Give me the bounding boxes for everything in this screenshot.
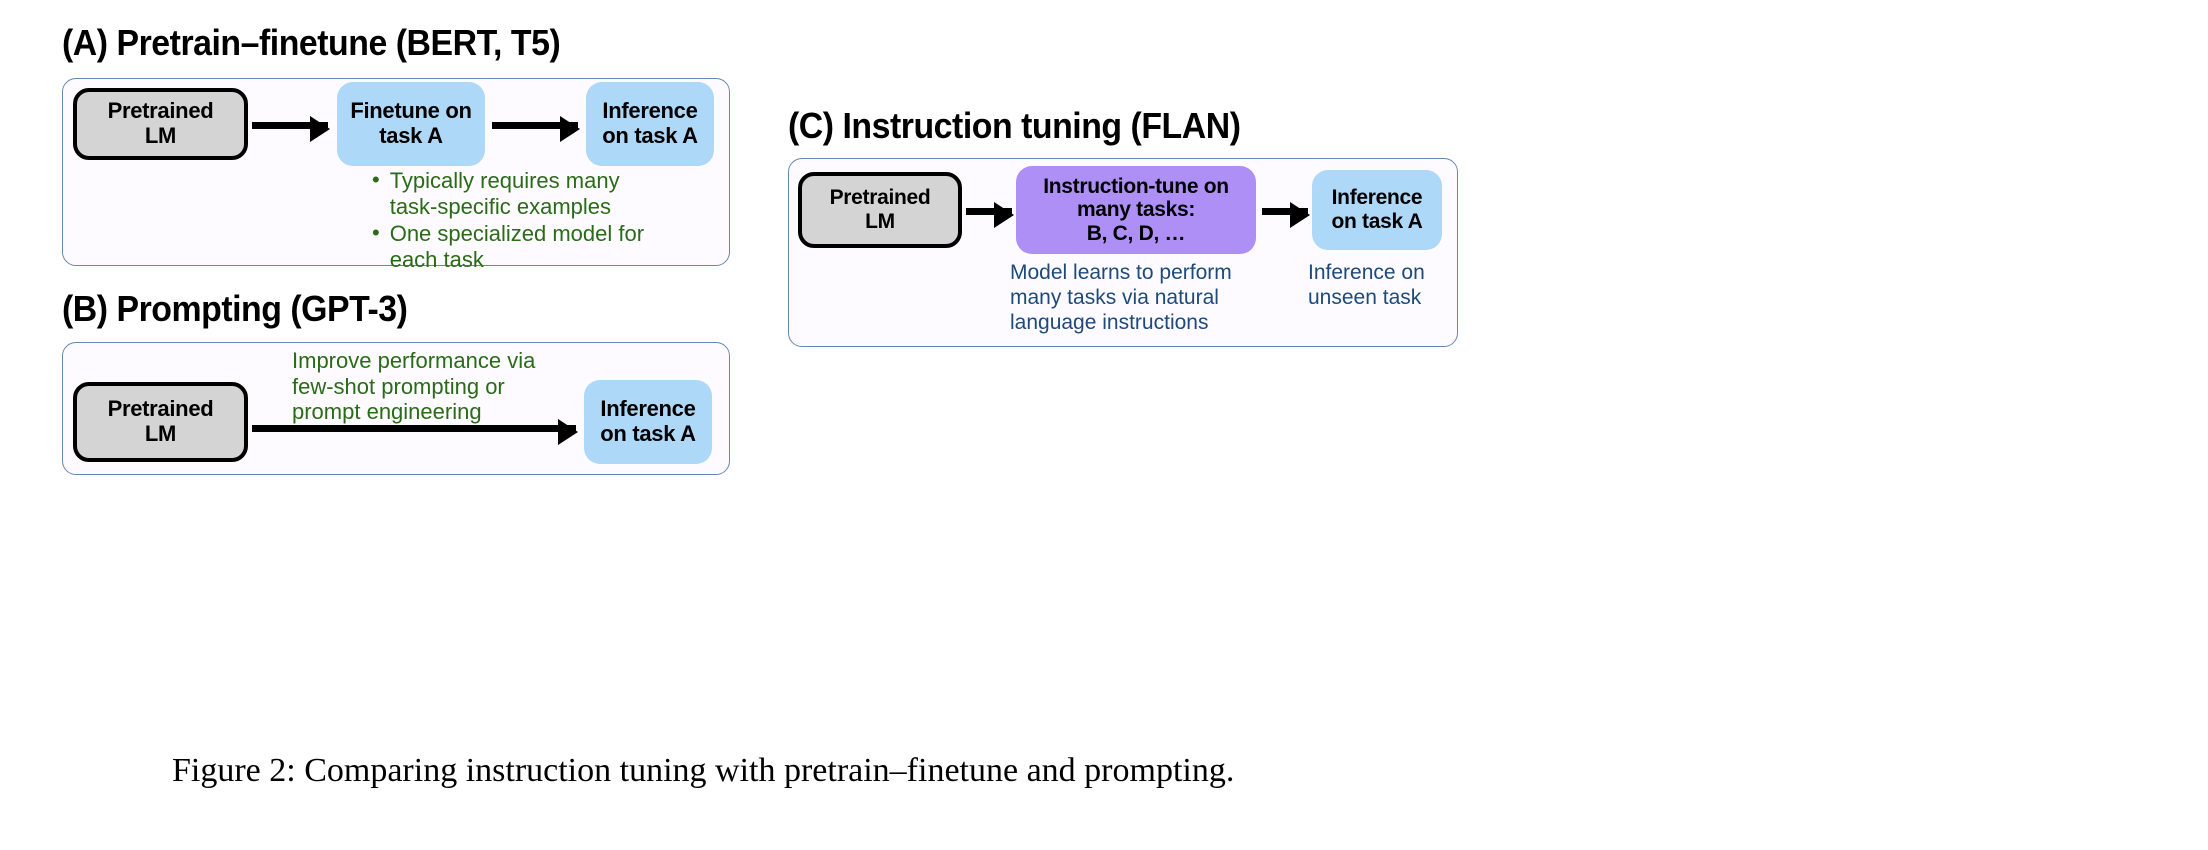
panel-b-inference-line2: on task A [600, 421, 696, 446]
panel-a-title: (A) Pretrain–finetune (BERT, T5) [62, 22, 561, 63]
panel-b-arrow [252, 419, 578, 445]
panel-c-inference-line1: Inference [1331, 186, 1423, 210]
panel-c-note-inference: Inference on unseen task [1308, 261, 1425, 310]
panel-c-inference-line2: on task A [1331, 210, 1423, 233]
panel-a-bullet-list: • Typically requires many task-specific … [372, 168, 672, 275]
panel-c-pretrained-lm-node[interactable]: Pretrained LM [798, 172, 962, 248]
panel-b-pretrained-lm-line2: LM [144, 421, 177, 446]
panel-c-note-model: Model learns to perform many tasks via n… [1010, 261, 1232, 335]
panel-c-inference-node[interactable]: Inference on task A [1312, 170, 1442, 250]
panel-a-inference-line2: on task A [602, 123, 698, 148]
panel-b-pretrained-lm-line1: Pretrained [107, 396, 214, 422]
panel-a-pretrained-lm-line1: Pretrained [107, 98, 214, 124]
panel-a-bullet-text-1: Typically requires many task-specific ex… [389, 168, 620, 219]
panel-a-finetune-node[interactable]: Finetune on task A [337, 82, 485, 166]
panel-c-pretrained-lm-line2: LM [865, 210, 895, 233]
panel-b-pretrained-lm-node[interactable]: Pretrained LM [73, 382, 248, 462]
panel-c-title: (C) Instruction tuning (FLAN) [788, 105, 1241, 146]
panel-a-inference-node[interactable]: Inference on task A [586, 82, 714, 166]
panel-c-arrow-2 [1262, 202, 1310, 228]
figure-caption: Figure 2: Comparing instruction tuning w… [172, 752, 1235, 789]
panel-a-bullet-item-1: • Typically requires many task-specific … [372, 168, 672, 219]
panel-a-pretrained-lm-line2: LM [144, 123, 177, 148]
panel-b-title: (B) Prompting (GPT-3) [62, 288, 408, 329]
panel-c-instruction-line3: B, C, D, … [1086, 221, 1186, 245]
panel-a-arrow-1 [252, 116, 330, 142]
panel-c-instruction-line2: many tasks: [1076, 198, 1196, 222]
panel-a-finetune-line2: task A [379, 123, 443, 148]
panel-a-finetune-line1: Finetune on [350, 98, 472, 124]
panel-b-inference-node[interactable]: Inference on task A [584, 380, 712, 464]
panel-a-bullet-item-2: • One specialized model for each task [372, 221, 672, 272]
bullet-dot-icon: • [372, 220, 380, 246]
bullet-dot-icon: • [372, 167, 380, 192]
panel-a-pretrained-lm-node[interactable]: Pretrained LM [73, 88, 248, 160]
panel-c-instruction-line1: Instruction-tune on [1043, 174, 1229, 198]
panel-b-note: Improve performance via few-shot prompti… [292, 348, 536, 425]
panel-c-arrow-1 [966, 202, 1014, 228]
panel-a-bullet-text-2: One specialized model for each task [389, 221, 645, 273]
panel-a-inference-line1: Inference [602, 98, 698, 124]
panel-c-instruction-tune-node[interactable]: Instruction-tune on many tasks: B, C, D,… [1016, 166, 1256, 254]
panel-b-inference-line1: Inference [600, 396, 696, 422]
panel-a-arrow-2 [492, 116, 580, 142]
panel-c-pretrained-lm-line1: Pretrained [829, 186, 931, 210]
